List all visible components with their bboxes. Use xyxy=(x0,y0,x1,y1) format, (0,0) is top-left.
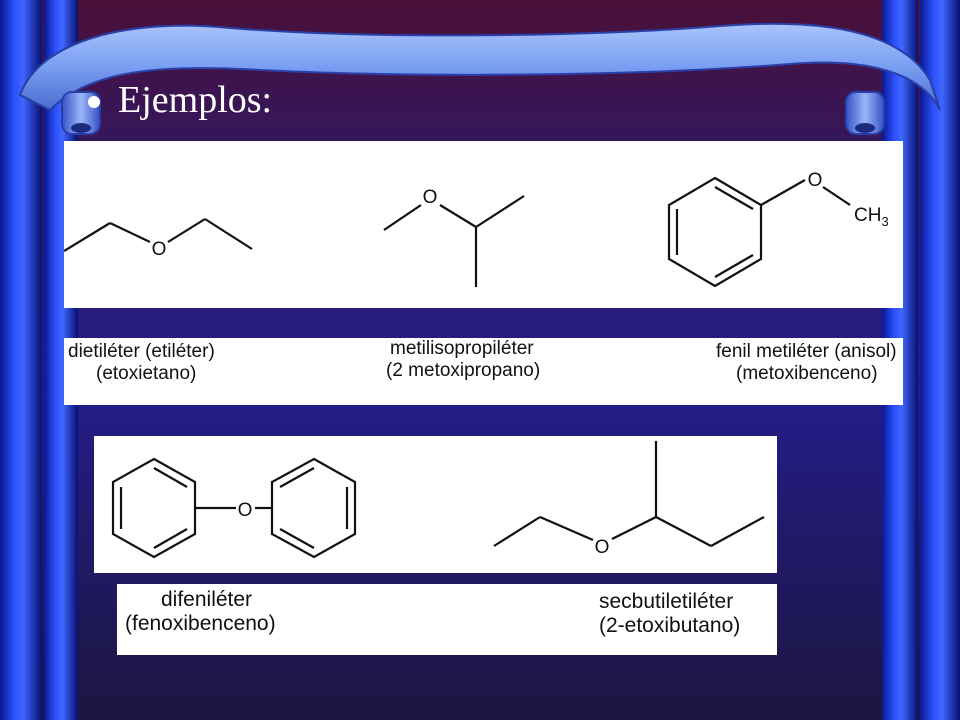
example-5-name: secbutiletiléter xyxy=(599,590,734,613)
oxygen-atom-label: O xyxy=(423,187,438,208)
oxygen-atom-label: O xyxy=(808,170,823,191)
example-2-label: metilisopropiléter (2 metoxipropano) xyxy=(386,338,540,382)
diphenyl-ether-structure xyxy=(111,457,357,559)
top-structures-panel: O O O CH3 xyxy=(64,141,903,308)
banner-scroll xyxy=(18,22,941,112)
bottom-structures-drawing: O O xyxy=(111,441,765,559)
oxygen-atom-label: O xyxy=(238,500,253,521)
example-1-name: dietiléter (etiléter) xyxy=(68,341,215,362)
sec-butyl-ethyl-ether-structure xyxy=(493,441,765,547)
slide-title: Ejemplos: xyxy=(88,78,272,122)
banner-right-end xyxy=(845,91,885,135)
bottom-labels-panel: difeniléter (fenoxibenceno) secbutiletil… xyxy=(117,584,777,655)
example-4-iupac: (fenoxibenceno) xyxy=(125,612,276,636)
anisole-structure xyxy=(667,176,851,288)
methyl-isopropyl-ether-structure xyxy=(383,195,525,287)
example-1-iupac: (etoxietano) xyxy=(96,362,197,384)
example-3-iupac: (metoxibenceno) xyxy=(736,362,878,384)
example-2-iupac: (2 metoxipropano) xyxy=(386,359,541,381)
bullet-icon xyxy=(88,96,100,108)
example-5-label: secbutiletiléter (2-etoxibutano) xyxy=(599,590,740,638)
example-3-name: fenil metiléter (anisol) xyxy=(716,341,897,362)
example-2-name: metilisopropiléter xyxy=(390,338,534,359)
slide-title-text: Ejemplos: xyxy=(118,79,273,121)
example-1-label: dietiléter (etiléter) (etoxietano) xyxy=(68,341,215,385)
example-4-name: difeniléter xyxy=(161,588,253,611)
right-curtain-outer xyxy=(920,0,960,720)
top-structures-drawing: O O O CH3 xyxy=(64,170,889,288)
bottom-structures-panel: O O xyxy=(94,436,777,573)
top-labels-panel: dietiléter (etiléter) (etoxietano) metil… xyxy=(64,338,903,405)
oxygen-atom-label: O xyxy=(595,537,610,558)
methyl-group-label: CH3 xyxy=(854,205,889,229)
example-5-iupac: (2-etoxibutano) xyxy=(599,614,741,638)
diethyl-ether-structure xyxy=(64,218,253,252)
example-4-label: difeniléter (fenoxibenceno) xyxy=(125,588,276,636)
oxygen-atom-label: O xyxy=(152,239,167,260)
example-3-label: fenil metiléter (anisol) (metoxibenceno) xyxy=(716,341,897,385)
left-curtain-outer xyxy=(0,0,42,720)
